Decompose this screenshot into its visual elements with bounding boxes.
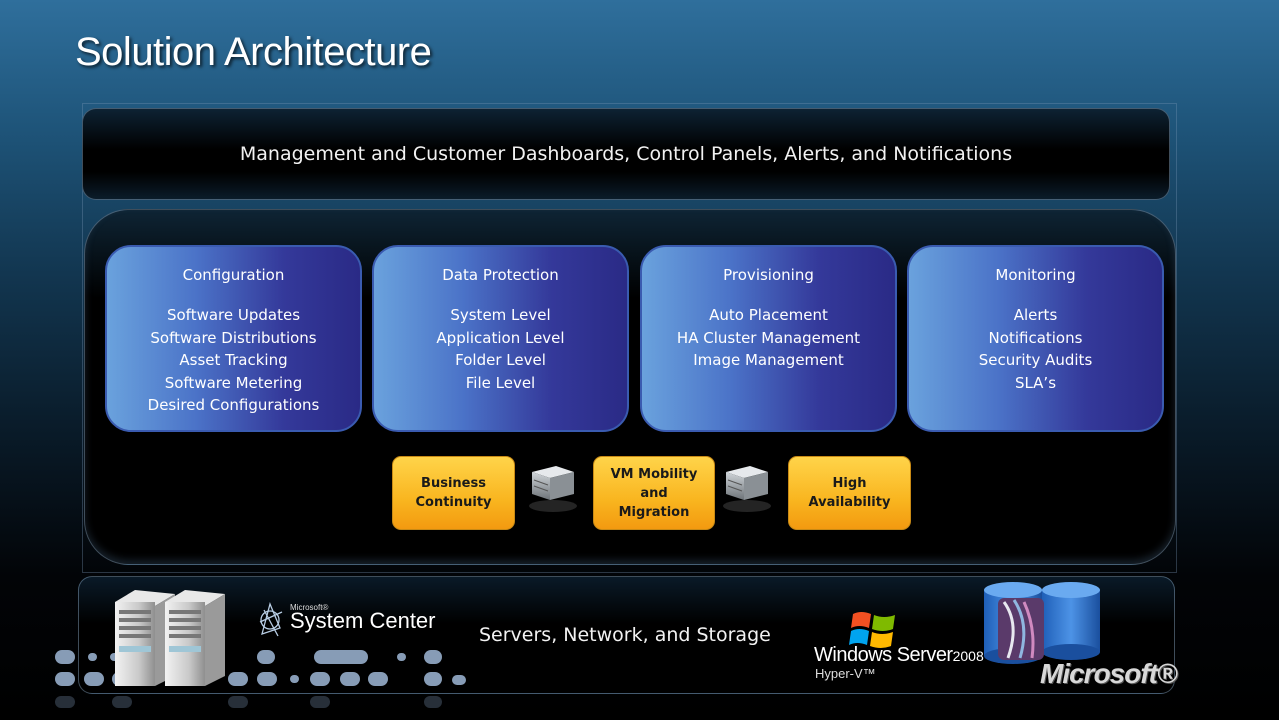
database-storage-icon [984,582,1100,664]
card-item: Software Distributions [150,328,317,347]
pill-line: Business [421,476,486,491]
pill-line: Continuity [415,495,492,510]
pill-vm-mobility: VM Mobility and Migration [593,456,715,530]
card-item: Software Updates [166,306,301,324]
card-provisioning: Provisioning Auto Placement HA Cluster M… [640,245,897,432]
windows-server-year: 2008 [952,648,984,664]
card-data-protection: Data Protection System Level Application… [372,245,629,432]
card-title: Data Protection [442,266,559,284]
infrastructure-layer-label: Servers, Network, and Storage [479,624,771,646]
windows-server-name: Windows Server [814,644,953,666]
card-title: Configuration [182,266,285,284]
pill-line: Migration [618,504,690,520]
card-item: Desired Configurations [147,396,320,414]
hyper-v-label: Hyper-V™ [815,666,876,681]
card-item: Asset Tracking [179,351,288,369]
architecture-frame [82,103,1177,573]
card-item: Alerts [1013,306,1058,324]
windows-flag-icon [849,612,895,648]
server-rack-icon [115,590,225,686]
card-item: Application Level [436,328,565,347]
microsoft-logo: Microsoft® [1040,658,1178,689]
card-item: File Level [465,373,536,392]
card-monitoring: Monitoring Alerts Notifications Security… [907,245,1164,432]
pill-line: VM Mobility [610,466,698,482]
pill-business-continuity: Business Continuity [392,456,515,530]
card-configuration: Configuration Software Updates Software … [105,245,362,432]
management-layer-label: Management and Customer Dashboards, Cont… [239,143,1013,165]
system-center-logo-icon [259,601,283,637]
card-item: Notifications [988,328,1083,347]
card-item: Image Management [693,351,844,369]
card-title: Provisioning [723,266,814,284]
decorative-dots-pattern [55,650,466,708]
card-item: HA Cluster Management [676,328,861,347]
pill-line: Availability [808,495,891,510]
system-center-name: System Center [290,608,436,633]
card-item: Security Audits [978,351,1093,369]
card-item: Auto Placement [709,306,828,324]
card-item: Folder Level [455,351,546,369]
card-item: System Level [450,306,551,324]
windows-server-wordmark: Windows Server2008 [814,644,984,667]
management-layer-bar: Management and Customer Dashboards, Cont… [82,108,1170,200]
card-title: Monitoring [995,266,1076,284]
system-center-brand: Microsoft® [290,603,329,612]
virtual-machine-icon [529,466,577,512]
pill-line: and [640,485,668,501]
card-item: SLA’s [1014,373,1057,392]
pill-high-availability: High Availability [788,456,911,530]
slide-title: Solution Architecture [75,30,432,74]
pill-line: High [832,476,867,491]
card-item: Software Metering [164,373,303,392]
virtual-machine-icon [723,466,771,512]
